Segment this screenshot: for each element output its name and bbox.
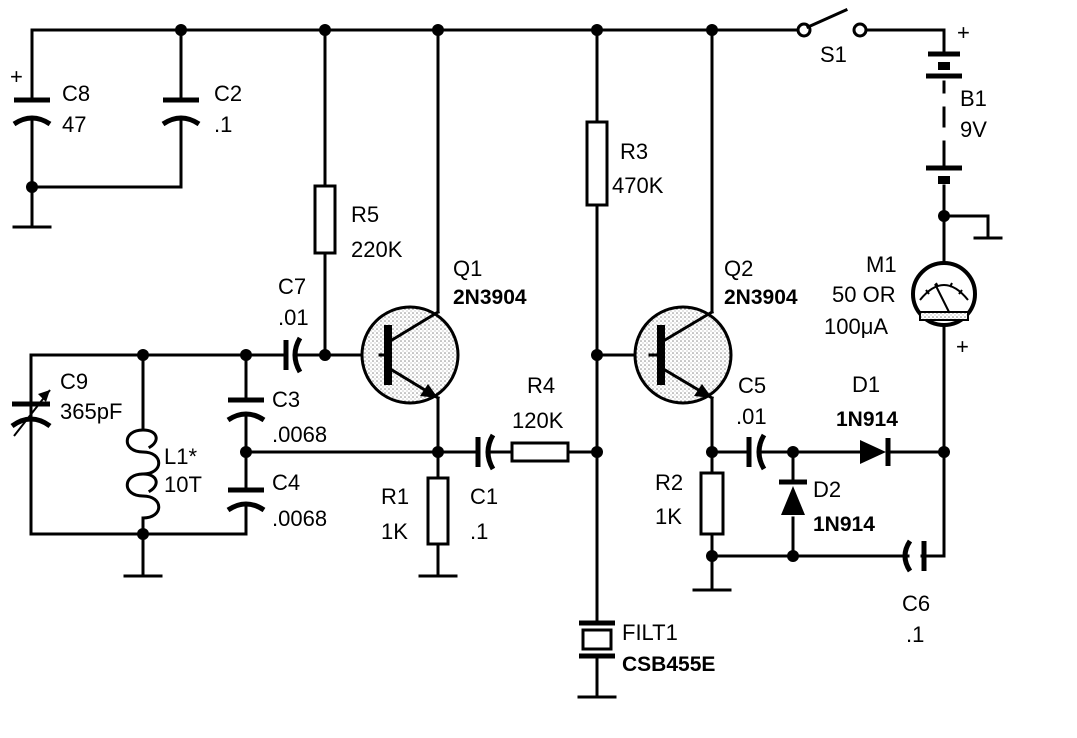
r1-value-label: 1K [381,519,408,544]
capacitor-c8: + C8 47 [10,64,90,137]
polarity-plus-sign: + [10,64,23,89]
q2-ref-label: Q2 [724,256,753,281]
resistor-r4: R4 120K [510,373,570,463]
c3-value-label: .0068 [272,422,327,447]
c8-ref-label: C8 [62,81,90,106]
c1-value-label: .1 [470,519,488,544]
junction-dot [432,24,444,36]
r3-ref-label: R3 [620,139,648,164]
junction-dot [706,550,718,562]
junction-dot [26,181,38,193]
capacitor-c5: C5 .01 [736,373,767,471]
junction-dot [137,528,149,540]
junction-dot [432,446,444,458]
junction-dot [706,446,718,458]
capacitor-c2: C2 .1 [161,81,242,137]
junction-dots [26,24,950,562]
junction-dot [787,550,799,562]
c9-ref-label: C9 [60,369,88,394]
junction-dot [319,349,331,361]
m1-value-line1-label: 50 OR [832,282,896,307]
diode-d2: D2 1N914 [779,477,875,536]
transistor-q1: Q1 2N3904 [360,256,527,405]
d2-ref-label: D2 [813,477,841,502]
m1-polarity-plus-sign: + [956,334,969,359]
c6-value-label: .1 [906,622,924,647]
r5-value-label: 220K [351,237,403,262]
capacitor-c1: C1 .1 [470,433,498,544]
junction-dot [175,24,187,36]
junction-dot [240,349,252,361]
junction-dot [591,24,603,36]
c3-ref-label: C3 [272,387,300,412]
l1-value-label: 10T [164,472,202,497]
c1-ref-label: C1 [470,484,498,509]
filt1-part-label: CSB455E [622,653,715,676]
c7-value-label: .01 [278,305,309,330]
junction-dot [706,24,718,36]
r5-ref-label: R5 [351,202,379,227]
junction-dot [938,446,950,458]
resistor-r5: R5 220K [313,184,403,262]
capacitor-c9: C9 365pF [10,369,122,437]
transistor-q2: Q2 2N3904 [633,256,798,405]
diode-d1: D1 1N914 [836,372,898,466]
r3-value-label: 470K [612,173,664,198]
wires [29,28,990,699]
filt1-ref-label: FILT1 [622,620,678,645]
battery-b1: + B1 9V [926,20,987,184]
junction-dot [787,446,799,458]
b1-polarity-plus-sign: + [957,20,970,45]
c2-ref-label: C2 [214,81,242,106]
r4-ref-label: R4 [527,373,555,398]
r2-ref-label: R2 [655,470,683,495]
c6-ref-label: C6 [902,591,930,616]
d1-part-label: 1N914 [836,408,898,431]
q1-part-label: 2N3904 [453,286,527,309]
m1-value-line2-label: 100μA [824,314,888,339]
c4-value-label: .0068 [272,506,327,531]
c9-value-label: 365pF [60,399,122,424]
capacitor-c4: C4 .0068 [226,470,327,531]
s1-ref-label: S1 [820,42,847,67]
c7-ref-label: C7 [278,274,306,299]
junction-dot [938,210,950,222]
junction-dot [240,446,252,458]
c5-value-label: .01 [736,404,767,429]
r2-value-label: 1K [655,504,682,529]
c5-ref-label: C5 [738,373,766,398]
resistor-r3: R3 470K [585,120,664,207]
capacitor-c3: C3 .0068 [226,387,327,447]
l1-ref-label: L1* [164,444,197,469]
junction-dot [591,349,603,361]
junction-dot [137,349,149,361]
ground-symbols [12,225,1003,699]
b1-value-label: 9V [960,117,987,142]
meter-m1: M1 50 OR 100μA + [824,252,977,359]
r1-ref-label: R1 [381,484,409,509]
resistor-r2: R2 1K [655,470,725,536]
d1-ref-label: D1 [852,372,880,397]
r4-value-label: 120K [512,408,564,433]
resistor-r1: R1 1K [381,476,450,546]
junction-dot [591,446,603,458]
c2-value-label: .1 [214,112,232,137]
capacitor-c7: C7 .01 [278,274,309,374]
inductor-l1: L1* 10T [125,428,202,520]
junction-dot [319,24,331,36]
c4-ref-label: C4 [272,470,300,495]
q1-ref-label: Q1 [453,256,482,281]
switch-s1: S1 [796,8,868,67]
d2-part-label: 1N914 [813,513,875,536]
q2-part-label: 2N3904 [724,286,798,309]
c8-value-label: 47 [62,112,86,137]
m1-ref-label: M1 [866,252,897,277]
b1-ref-label: B1 [960,86,987,111]
filter-filt1: FILT1 CSB455E [579,620,715,676]
capacitor-c6: C6 .1 [902,539,930,647]
